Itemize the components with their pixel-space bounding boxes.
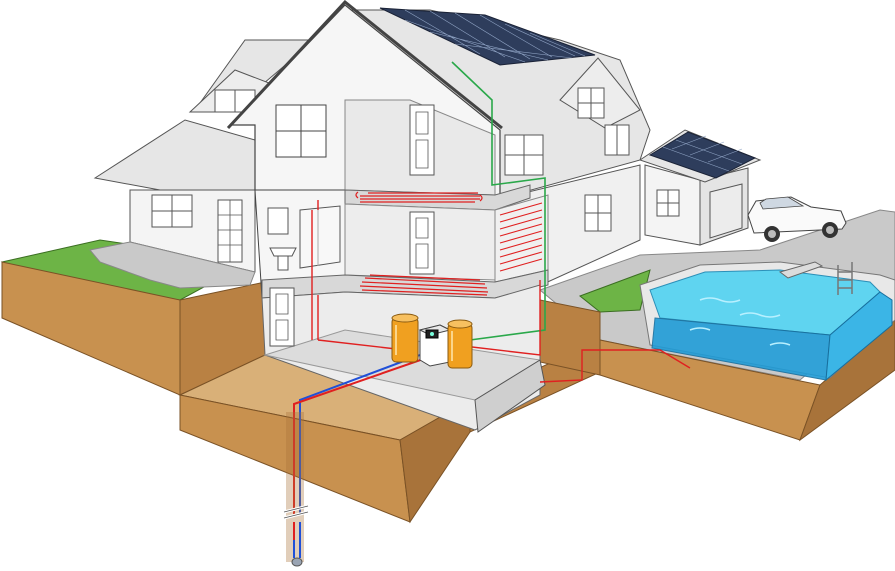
car-icon bbox=[747, 196, 847, 242]
left-wing-roof bbox=[93, 119, 256, 191]
underfloor-heating-lower bbox=[359, 274, 489, 296]
garage bbox=[638, 129, 762, 246]
gable-trim bbox=[226, 0, 503, 130]
hot-pipe-riser bbox=[311, 200, 319, 340]
pool-ladder bbox=[837, 262, 853, 295]
bathroom-sink bbox=[269, 247, 297, 271]
swimming-pool bbox=[639, 261, 895, 382]
soil-step bbox=[539, 299, 601, 376]
ground-loop-cold bbox=[299, 351, 429, 515]
pool-pipe bbox=[539, 349, 691, 383]
house-cutaway bbox=[226, 0, 549, 433]
garage-solar-grid bbox=[662, 135, 743, 172]
basement-door bbox=[269, 287, 295, 347]
garage-door bbox=[709, 183, 743, 239]
buffer-tank bbox=[391, 313, 419, 363]
garage-solar-panel bbox=[648, 131, 757, 179]
first-floor-door bbox=[409, 211, 435, 275]
pipes bbox=[293, 61, 691, 515]
path-paving bbox=[89, 241, 256, 289]
basement-wall-edge bbox=[474, 359, 546, 433]
heat-pump-icon bbox=[418, 324, 452, 367]
heat-pump-system bbox=[391, 313, 473, 369]
hot-water-tank bbox=[447, 319, 473, 369]
roof-solar-grid bbox=[404, 9, 586, 63]
shower-cabin bbox=[299, 205, 341, 269]
pool-ripples bbox=[689, 297, 791, 346]
bathroom-mirror bbox=[267, 207, 289, 235]
wall-heating-coils bbox=[499, 202, 543, 272]
diving-board bbox=[778, 261, 824, 279]
ground-loop-warm bbox=[293, 355, 433, 515]
underfloor-heating-upper bbox=[360, 192, 480, 203]
house-upper-roof bbox=[188, 7, 651, 296]
bathroom bbox=[267, 205, 341, 271]
pool-water-side bbox=[825, 291, 893, 382]
borehole-tip bbox=[291, 557, 303, 567]
house-left-wing bbox=[89, 119, 256, 289]
solar-pipe bbox=[451, 61, 546, 341]
grass-right bbox=[578, 269, 651, 313]
hot-pipe-basement bbox=[317, 280, 541, 356]
geothermal-borehole bbox=[283, 412, 309, 567]
